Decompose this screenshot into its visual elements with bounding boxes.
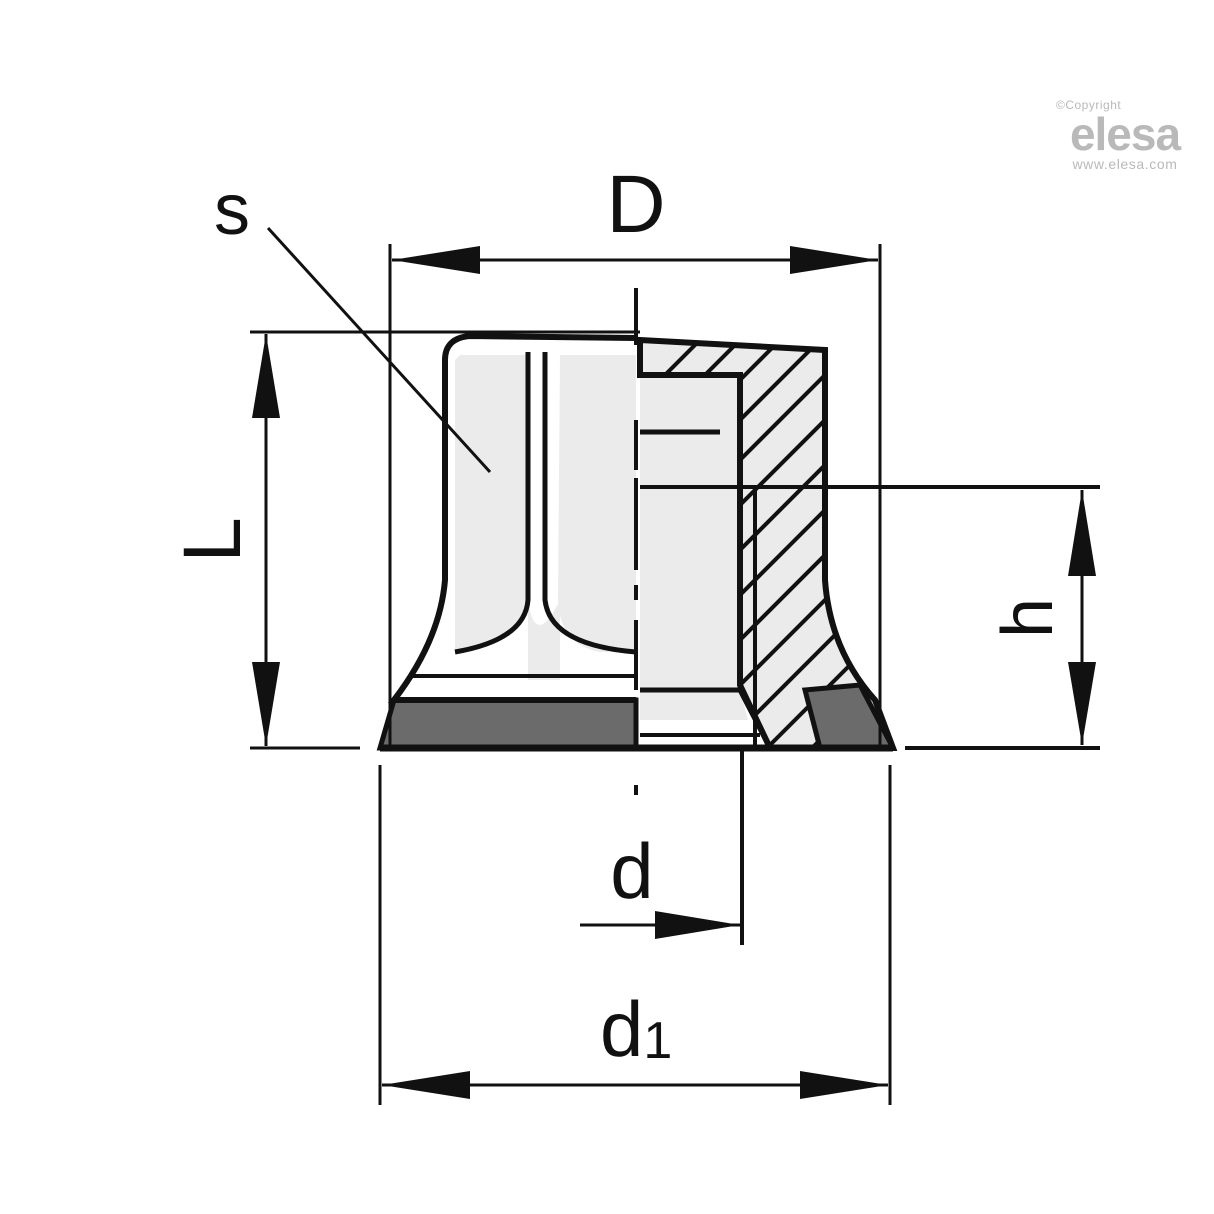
label-d1-subscript: 1 — [643, 1012, 672, 1070]
label-d1-main: d — [600, 985, 643, 1073]
label-h: h — [988, 598, 1068, 638]
label-d: d — [610, 827, 653, 915]
base-ring-left — [376, 697, 639, 751]
dimension-d1 — [378, 765, 892, 1105]
dimension-h — [640, 485, 1100, 750]
elesa-watermark: ©Copyright elesa www.elesa.com — [1050, 98, 1200, 172]
dimension-L — [250, 330, 640, 750]
dimension-d — [580, 748, 744, 945]
knob-section-view — [637, 336, 898, 751]
leader-s — [266, 226, 492, 474]
elesa-logo: elesa — [1069, 108, 1181, 160]
dimension-D — [388, 244, 882, 748]
website-url: www.elesa.com — [1072, 156, 1178, 172]
label-s: s — [214, 170, 250, 250]
label-D: D — [606, 159, 665, 250]
knob-exterior-view — [376, 332, 639, 751]
label-L: L — [167, 517, 258, 563]
copyright-text: ©Copyright — [1056, 98, 1122, 112]
label-d1: d1 — [600, 985, 672, 1073]
